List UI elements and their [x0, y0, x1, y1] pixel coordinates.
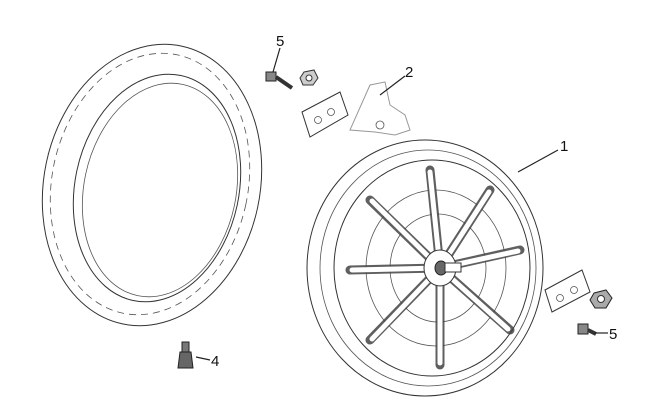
valve [177, 341, 194, 369]
bracket [349, 81, 411, 136]
tire [41, 43, 263, 327]
nut-top [299, 69, 319, 86]
callout-5-top: 5 [276, 33, 284, 50]
callout-5-right: 5 [609, 326, 617, 343]
callout-1: 1 [560, 138, 568, 155]
axle-plate-left [301, 91, 349, 138]
bolt-right [577, 323, 597, 336]
callout-4: 4 [211, 353, 219, 370]
rear-wheel [306, 139, 544, 397]
bolt-top [265, 71, 294, 90]
callout-2: 2 [405, 64, 413, 81]
axle-plate-right [544, 269, 591, 313]
nut-right [589, 289, 613, 309]
